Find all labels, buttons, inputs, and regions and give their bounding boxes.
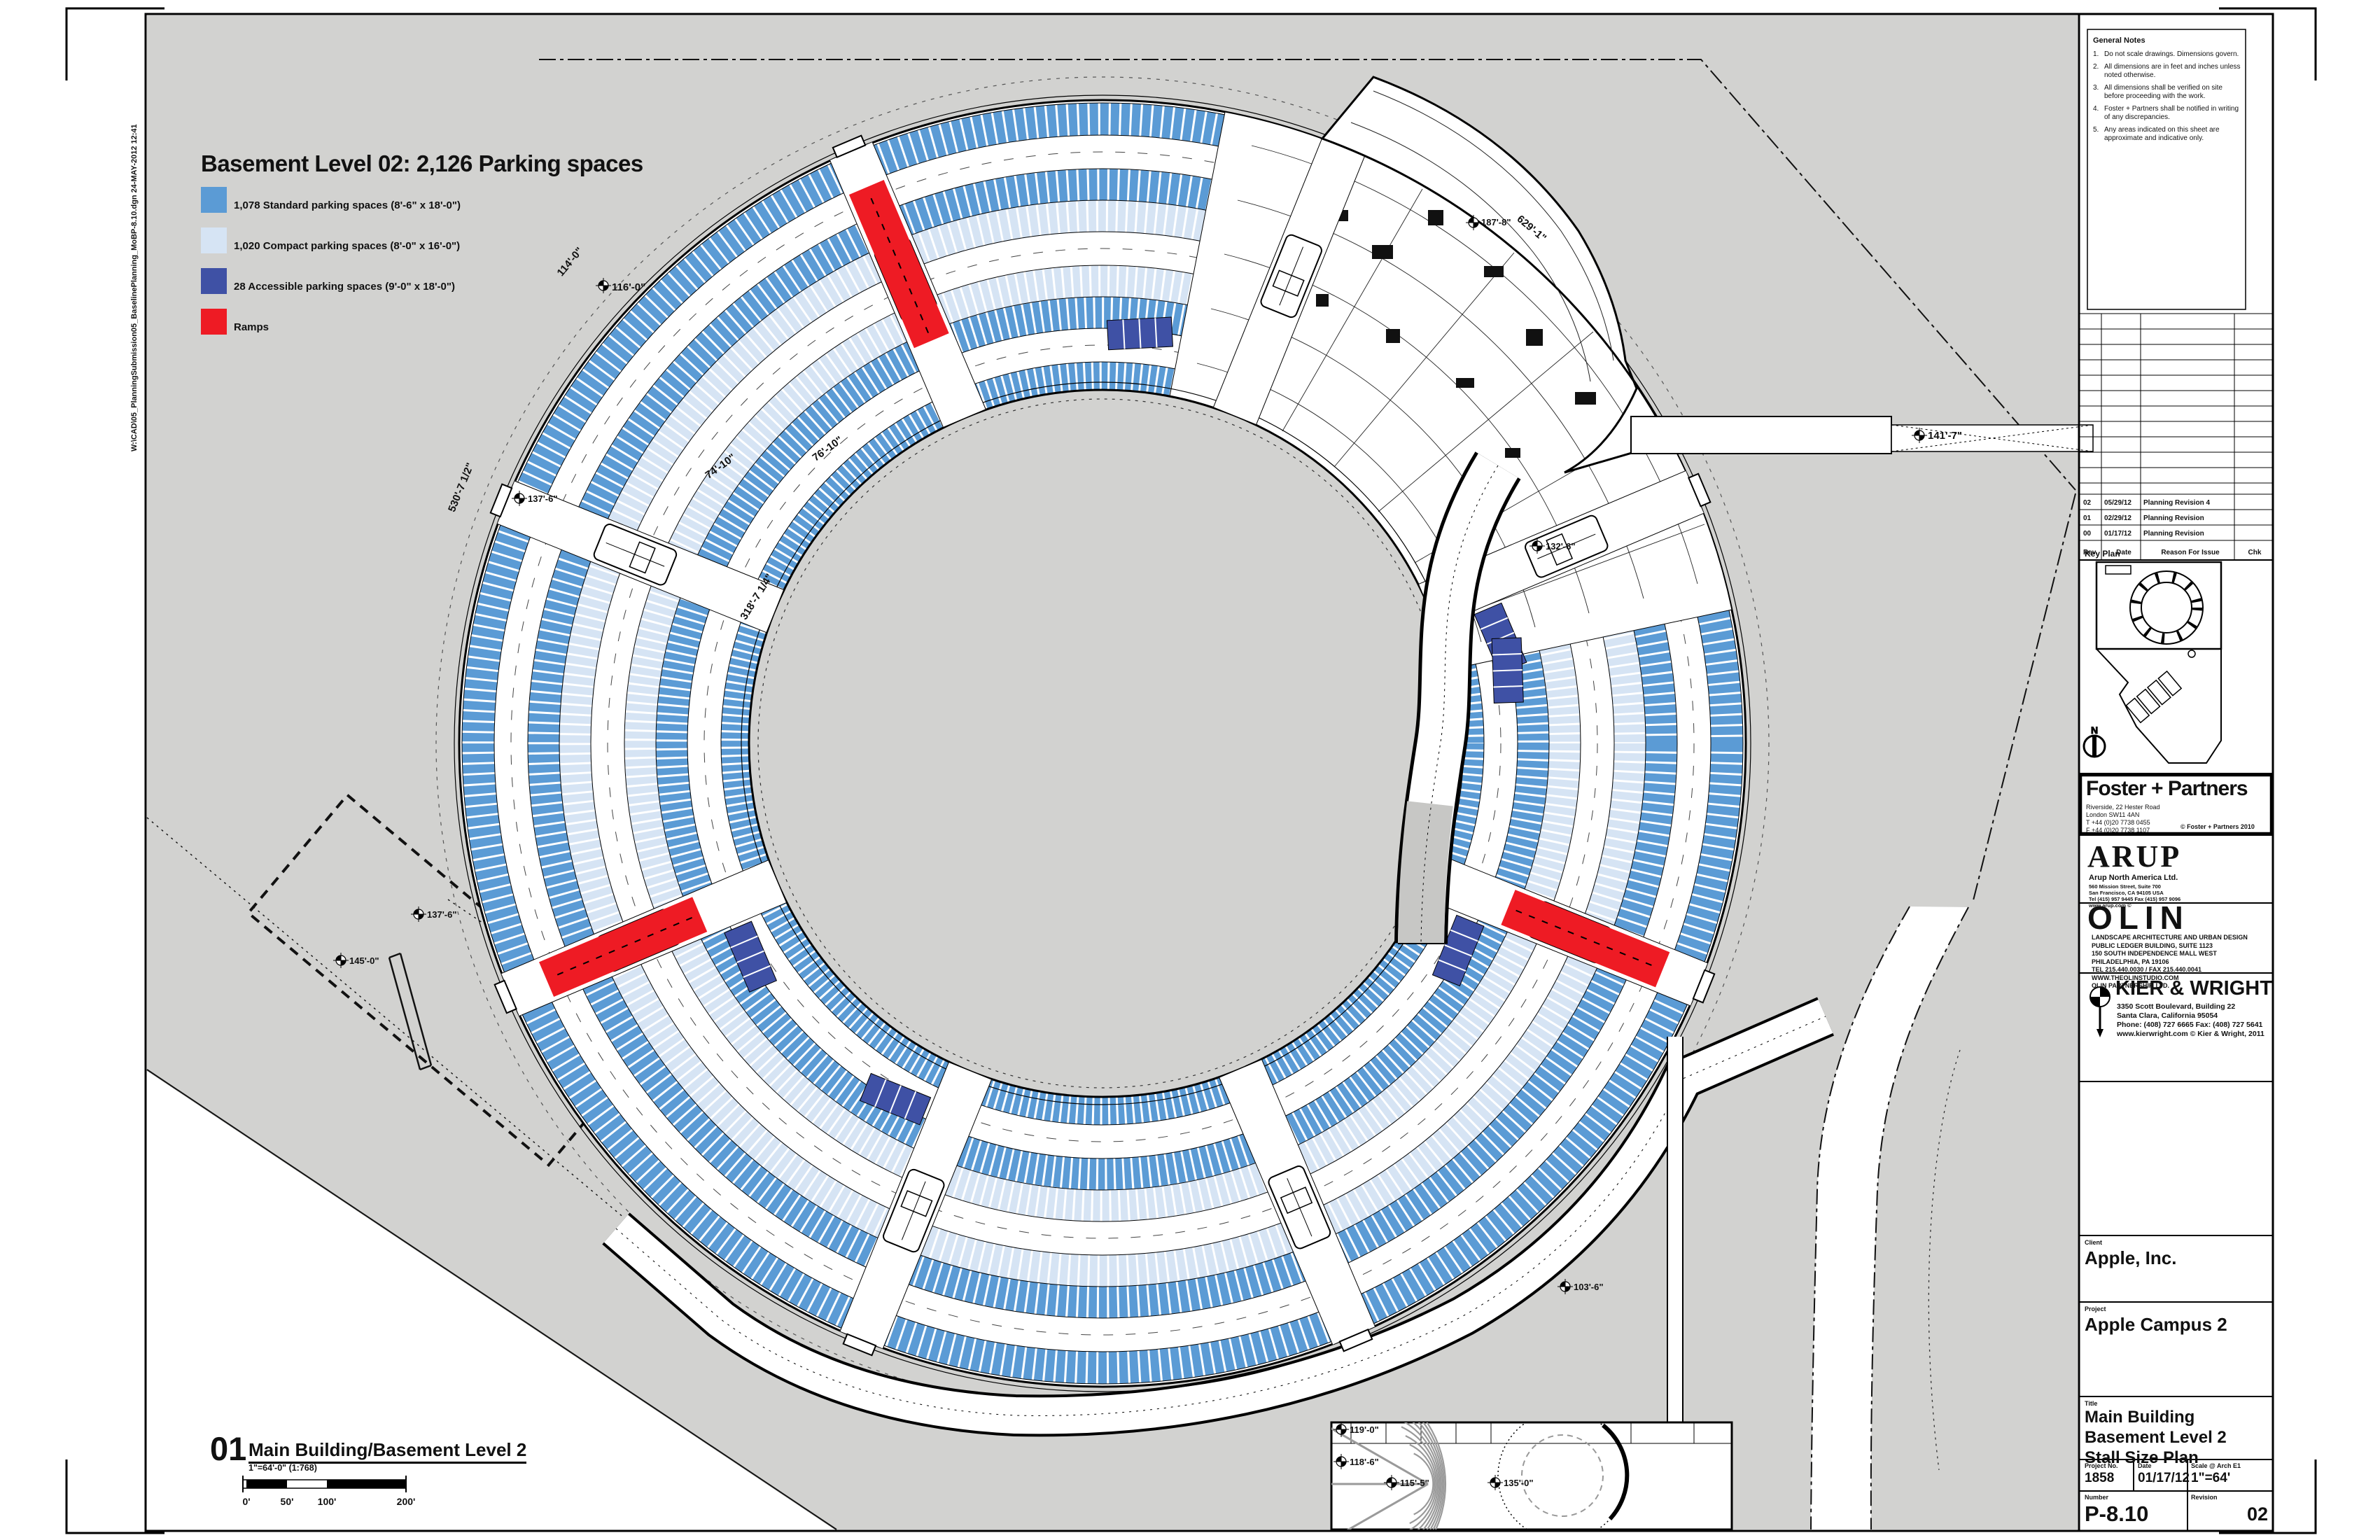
svg-text:50': 50' — [281, 1496, 294, 1507]
file-path-strip: W:\CAD\05_PlanningSubmission05_BaselineP… — [130, 124, 139, 451]
kier-wright-name: KIER & WRIGHT — [2115, 977, 2272, 1000]
svg-text:0': 0' — [242, 1496, 250, 1507]
date-value: 01/17/12 — [2138, 1471, 2190, 1485]
svg-text:N: N — [2091, 724, 2098, 736]
entry-structure — [1320, 76, 2094, 474]
site-boundaries — [146, 906, 1969, 1530]
trim-marks — [65, 7, 2317, 1534]
scale-label: Scale @ Arch E1 — [2191, 1462, 2241, 1469]
svg-text:119'-0": 119'-0" — [1350, 1424, 1379, 1435]
kier-wright-logo-icon — [2090, 986, 2110, 1037]
legend-item-ramps: Ramps — [201, 309, 269, 335]
compact-swatch — [201, 227, 227, 253]
svg-text:103'-6": 103'-6" — [1574, 1282, 1604, 1292]
north-arrow-icon: N — [2082, 724, 2106, 758]
key-plan-label: Key Plan — [2085, 549, 2120, 559]
scale-value: 1"=64' — [2191, 1471, 2231, 1485]
legend-title: Basement Level 02: 2,126 Parking spaces — [201, 150, 643, 176]
revision-label: Revision — [2191, 1494, 2218, 1501]
svg-text:116'-0": 116'-0" — [612, 281, 645, 293]
access-roads — [602, 997, 1834, 1437]
key-plan-map: N — [2082, 561, 2222, 764]
svg-text:137'-6": 137'-6" — [427, 909, 457, 920]
svg-text:145'-0": 145'-0" — [349, 955, 379, 966]
svg-text:100': 100' — [318, 1496, 337, 1507]
client-label: Client — [2085, 1239, 2103, 1246]
svg-text:118'-6": 118'-6" — [1350, 1457, 1379, 1467]
number-label: Number — [2085, 1494, 2109, 1501]
courtyard-road — [1394, 451, 1521, 944]
legend-item-compact: 1,020 Compact parking spaces (8'-0" x 16… — [201, 227, 460, 253]
arup-company: Arup North America Ltd. — [2089, 874, 2178, 882]
arup-address: 560 Mission Street, Suite 700 San Franci… — [2089, 883, 2181, 909]
foster-address: Riverside, 22 Hester Road London SW11 4A… — [2086, 804, 2160, 834]
title-label: Title — [2085, 1400, 2098, 1407]
titleblock-lines — [2078, 14, 2274, 1531]
foster-copyright: © Foster + Partners 2010 — [2180, 823, 2255, 830]
sheet-number: P-8.10 — [2085, 1502, 2149, 1526]
viewport-number: 01 — [210, 1430, 247, 1467]
scale-bar: 0' 50' 100' 200' — [242, 1476, 415, 1507]
project-no-label: Project No. — [2085, 1462, 2118, 1469]
revision-value: 02 — [2246, 1504, 2268, 1525]
viewport-name: Main Building/Basement Level 2 — [248, 1439, 527, 1464]
project-value: Apple Campus 2 — [2085, 1314, 2227, 1335]
general-notes: General Notes 1.Do not scale drawings. D… — [2093, 36, 2241, 142]
olin-address: LANDSCAPE ARCHITECTURE AND URBAN DESIGN … — [2092, 934, 2248, 989]
client-value: Apple, Inc. — [2085, 1247, 2177, 1268]
pedestrian-bridge — [388, 952, 433, 1071]
ring-building — [454, 94, 1751, 1392]
ramp-swatch — [201, 309, 227, 335]
svg-text:132'-6": 132'-6" — [1546, 541, 1576, 552]
svg-text:200': 200' — [397, 1496, 416, 1507]
svg-text:187'-8": 187'-8" — [1481, 217, 1511, 227]
project-label: Project — [2085, 1306, 2106, 1312]
svg-text:141'-7": 141'-7" — [1928, 430, 1962, 442]
theater — [1330, 1037, 1733, 1531]
svg-text:135'-0": 135'-0" — [1504, 1478, 1534, 1488]
legend: Basement Level 02: 2,126 Parking spaces — [201, 150, 643, 177]
legend-item-accessible: 28 Accessible parking spaces (9'-0" x 18… — [201, 268, 455, 294]
accessible-swatch — [201, 268, 227, 294]
notes-title: General Notes — [2093, 36, 2146, 45]
standard-swatch — [201, 187, 227, 213]
svg-text:115'-5": 115'-5" — [1400, 1478, 1429, 1488]
parking-bands — [461, 102, 1744, 1385]
viewport-scale: 1"=64'-0" (1:768) — [248, 1463, 317, 1473]
foster-partners-logo: Foster + Partners — [2086, 777, 2248, 800]
legend-item-standard: 1,078 Standard parking spaces (8'-6" x 1… — [201, 187, 461, 213]
drawing-title: Main Building Basement Level 2 Stall Siz… — [2085, 1408, 2227, 1467]
courtyard — [749, 390, 1456, 1097]
arup-logo: ARUP — [2087, 839, 2182, 874]
kier-wright-address: 3350 Scott Boulevard, Building 22 Santa … — [2117, 1002, 2264, 1038]
project-no-value: 1858 — [2085, 1471, 2115, 1485]
svg-text:137'-6": 137'-6" — [528, 493, 558, 504]
olin-logo: OLIN — [2087, 899, 2190, 936]
date-label: Date — [2138, 1462, 2152, 1469]
